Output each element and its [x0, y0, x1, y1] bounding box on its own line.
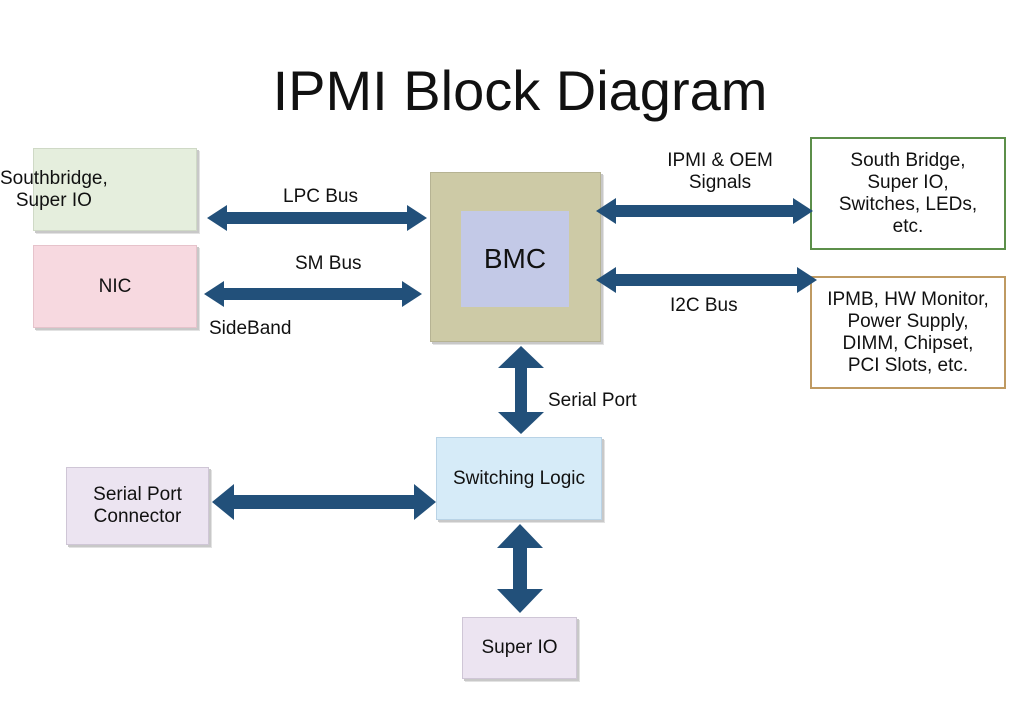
serial-port-arrow [498, 346, 544, 434]
super-io-block: Super IO [462, 617, 577, 679]
ipmb-monitor-block: IPMB, HW Monitor, Power Supply, DIMM, Ch… [810, 276, 1006, 389]
ipmi-oem-signals-label: IPMI & OEM Signals [667, 150, 773, 193]
nic-block: NIC [33, 245, 197, 328]
nic-label: NIC [98, 275, 132, 297]
ipmi-oem-signals-arrow [596, 198, 813, 224]
south-bridge-peripherals-label: South Bridge, Super IO, Switches, LEDs, … [838, 149, 978, 237]
lpc-bus-label: LPC Bus [283, 186, 358, 207]
southbridge-superio-block: Southbridge, Super IO [0, 148, 197, 231]
south-bridge-peripherals-block: South Bridge, Super IO, Switches, LEDs, … [810, 137, 1006, 250]
sm-bus-label: SM Bus [295, 253, 362, 274]
southbridge-label: Southbridge, Super IO [0, 167, 108, 211]
i2c-bus-arrow [596, 267, 817, 293]
i2c-bus-label: I2C Bus [670, 295, 738, 316]
super-io-label: Super IO [481, 637, 558, 658]
bmc-label: BMC [483, 243, 547, 274]
page-title: IPMI Block Diagram [272, 59, 768, 122]
serial-connector-arrow [212, 484, 436, 520]
super-io-arrow [497, 524, 543, 613]
serial-port-label: Serial Port [548, 390, 637, 411]
bmc-block: BMC [461, 211, 569, 307]
sm-bus-arrow [204, 281, 422, 307]
sideband-label: SideBand [209, 318, 292, 339]
lpc-bus-arrow [207, 205, 427, 231]
ipmb-monitor-label: IPMB, HW Monitor, Power Supply, DIMM, Ch… [827, 288, 989, 376]
serial-port-connector-block: Serial Port Connector [66, 467, 209, 545]
serial-port-connector-label: Serial Port Connector [93, 484, 182, 527]
switching-logic-block: Switching Logic [436, 437, 602, 520]
switching-logic-label: Switching Logic [452, 467, 586, 489]
